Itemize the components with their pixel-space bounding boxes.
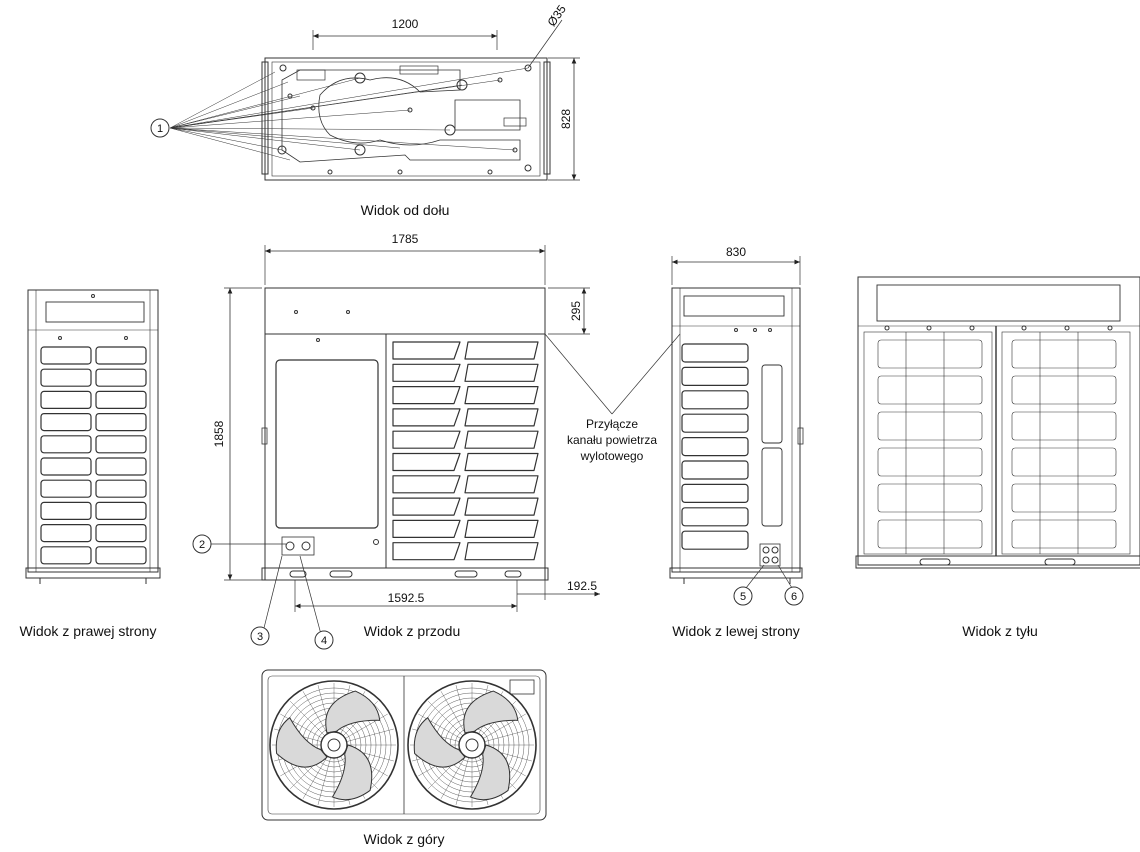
bottom-view xyxy=(169,19,580,181)
callout-2-circle xyxy=(192,534,212,554)
back-view xyxy=(855,276,1140,569)
caption-top-view: Widok z góry xyxy=(364,831,445,847)
caption-left-view: Widok z lewej strony xyxy=(672,623,800,639)
callout-5: 5 xyxy=(740,591,746,603)
dim-1592-5: 1592.5 xyxy=(388,591,425,605)
annotation-line-3: wylotowego xyxy=(580,449,644,463)
dim-828: 828 xyxy=(559,109,573,129)
dim-192-5: 192.5 xyxy=(567,579,597,593)
callout-6-circle xyxy=(784,586,804,606)
caption-back-view: Widok z tyłu xyxy=(962,623,1037,639)
annotation-line-2: kanału powietrza xyxy=(567,433,657,447)
dim-1785: 1785 xyxy=(392,232,419,246)
dim-1858: 1858 xyxy=(212,420,226,447)
front-view xyxy=(210,245,681,639)
callout-4-circle xyxy=(314,630,334,650)
callout-5-circle xyxy=(733,586,753,606)
callout-6: 6 xyxy=(791,591,797,603)
caption-bottom-view: Widok od dołu xyxy=(361,202,450,218)
top-view xyxy=(261,669,547,821)
callout-2: 2 xyxy=(199,539,205,551)
caption-front-view: Widok z przodu xyxy=(364,623,460,639)
caption-right-view: Widok z prawej strony xyxy=(20,623,157,639)
dim-1200: 1200 xyxy=(392,17,419,31)
left-side-view xyxy=(669,256,804,589)
dim-830: 830 xyxy=(726,245,746,259)
callout-1-circle xyxy=(150,118,170,138)
annotation-line-1: Przyłącze xyxy=(586,417,638,431)
dim-hole-diameter: Ø35 xyxy=(544,2,569,29)
callout-4: 4 xyxy=(321,635,327,647)
callout-3: 3 xyxy=(257,631,263,643)
right-side-view xyxy=(25,289,161,584)
dim-295: 295 xyxy=(569,301,583,321)
callout-1: 1 xyxy=(157,123,163,135)
callout-3-circle xyxy=(250,626,270,646)
